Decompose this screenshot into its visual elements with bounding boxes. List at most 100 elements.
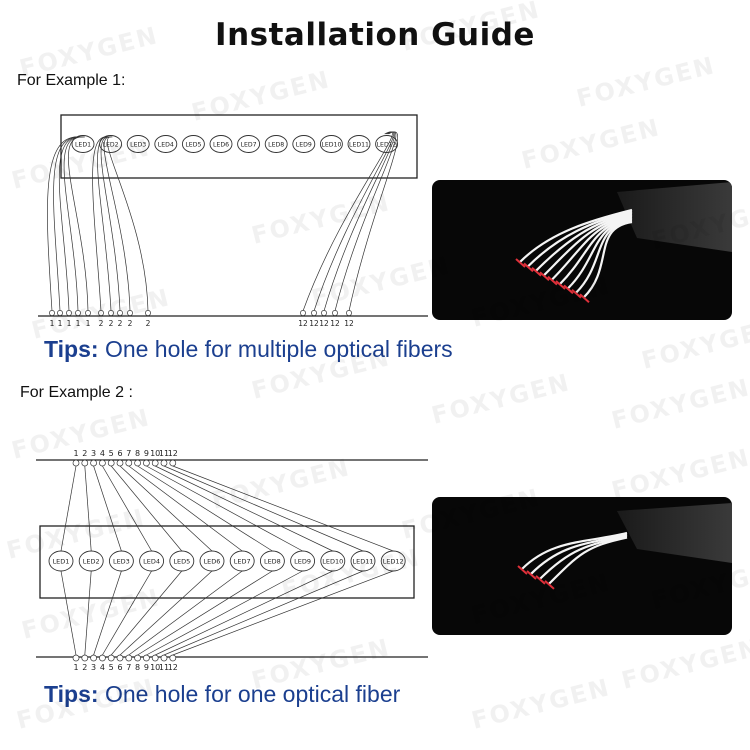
optical-fiber bbox=[84, 465, 92, 552]
optical-fiber bbox=[110, 465, 183, 552]
example-2-label: For Example 2 : bbox=[20, 384, 133, 401]
led-label: LED8 bbox=[268, 141, 284, 148]
optical-fiber bbox=[146, 465, 303, 552]
led-circle bbox=[154, 135, 178, 153]
fiber-bundle-photo-1-drawing bbox=[515, 182, 732, 303]
optical-fiber bbox=[128, 570, 243, 656]
fiber-marker bbox=[571, 289, 582, 299]
bottom-fiber-number: 12 bbox=[168, 663, 178, 672]
optical-fiber bbox=[559, 216, 633, 285]
page-title: Installation Guide bbox=[215, 17, 535, 53]
led-circle bbox=[126, 135, 150, 153]
optical-fiber bbox=[60, 465, 77, 552]
fiber-end bbox=[143, 654, 150, 662]
bottom-fiber-number: 5 bbox=[109, 663, 114, 672]
fiber-end bbox=[81, 654, 89, 662]
tips-separator: : bbox=[90, 681, 99, 707]
led-label: LED3 bbox=[113, 557, 130, 565]
fiber-marker bbox=[526, 570, 537, 580]
bottom-fiber-number: 1 bbox=[73, 663, 78, 672]
optical-fiber bbox=[92, 136, 108, 312]
fiber-end bbox=[72, 654, 80, 662]
led-panel-frame bbox=[39, 525, 415, 599]
fiber-end bbox=[98, 310, 104, 316]
fiber-marker bbox=[544, 580, 555, 590]
fiber-end bbox=[151, 654, 159, 662]
fiber-end bbox=[346, 310, 352, 316]
optical-fiber bbox=[575, 219, 633, 294]
optical-fiber bbox=[103, 136, 131, 312]
optical-fiber bbox=[583, 220, 633, 298]
fiber-end bbox=[117, 310, 123, 316]
fiber-end-label: 12 bbox=[344, 319, 354, 328]
example-1-tips: Tips: One hole for multiple optical fibe… bbox=[44, 336, 453, 363]
led-label: LED7 bbox=[234, 557, 251, 565]
optical-fiber bbox=[163, 570, 364, 656]
optical-fiber bbox=[137, 465, 273, 552]
fiber-end bbox=[107, 654, 115, 662]
optical-fiber bbox=[119, 465, 213, 552]
optical-fiber bbox=[119, 570, 213, 656]
tips-word: Tips bbox=[44, 336, 91, 362]
bottom-fiber-number: 4 bbox=[100, 663, 105, 672]
top-fiber-number: 3 bbox=[91, 449, 96, 458]
fiber-end bbox=[49, 310, 55, 316]
optical-fiber bbox=[548, 536, 628, 585]
optical-fiber bbox=[172, 465, 394, 552]
fiber-end bbox=[85, 310, 91, 316]
optical-fiber bbox=[519, 208, 633, 263]
fiber-end bbox=[107, 459, 115, 467]
top-fiber-number: 8 bbox=[135, 449, 140, 458]
fiber-end bbox=[125, 654, 133, 662]
fiber-end bbox=[66, 310, 72, 316]
led-label: LED6 bbox=[213, 141, 229, 148]
led-circle bbox=[181, 135, 205, 153]
optical-fiber bbox=[146, 570, 303, 656]
optical-fiber bbox=[155, 570, 333, 656]
led-circle bbox=[264, 135, 288, 153]
led-label: LED7 bbox=[241, 141, 257, 148]
optical-fiber bbox=[334, 131, 397, 312]
fiber-marker bbox=[563, 284, 574, 295]
fiber-marker bbox=[539, 271, 550, 281]
optical-fiber bbox=[102, 465, 152, 552]
fiber-end bbox=[90, 459, 97, 467]
top-fiber-number: 12 bbox=[168, 449, 178, 458]
bottom-fiber-number: 6 bbox=[117, 663, 122, 672]
optical-fiber bbox=[93, 570, 122, 656]
fiber-end bbox=[99, 459, 106, 467]
bottom-fiber-number: 8 bbox=[135, 663, 140, 672]
top-fiber-number: 6 bbox=[117, 449, 122, 458]
led-label: LED9 bbox=[296, 141, 312, 148]
led-label: LED11 bbox=[349, 141, 369, 148]
bottom-fiber-number: 10 bbox=[150, 663, 160, 672]
optical-fiber bbox=[535, 211, 633, 272]
optical-fiber bbox=[567, 217, 633, 290]
led-circle bbox=[292, 135, 316, 153]
fiber-end bbox=[169, 654, 177, 662]
led-label: LED2 bbox=[103, 141, 119, 148]
led-label: LED2 bbox=[83, 557, 100, 565]
optical-fiber bbox=[68, 136, 89, 312]
fiber-end-label: 12 bbox=[330, 319, 340, 328]
optical-fiber bbox=[63, 136, 84, 312]
led-label: LED1 bbox=[75, 141, 91, 148]
led-label: LED1 bbox=[53, 557, 70, 565]
fiber-end bbox=[321, 310, 327, 316]
led-label: LED5 bbox=[173, 557, 190, 565]
led-label: LED9 bbox=[294, 557, 311, 565]
fiber-end-label: 2 bbox=[146, 319, 151, 328]
fiber-end-label: 2 bbox=[109, 319, 114, 328]
optical-fiber bbox=[93, 465, 122, 552]
fiber-marker bbox=[523, 262, 534, 273]
bottom-fiber-number: 9 bbox=[144, 663, 149, 672]
example-1-label: For Example 1: bbox=[17, 72, 126, 89]
fiber-end bbox=[145, 310, 151, 316]
fiber-end-label: 1 bbox=[67, 319, 72, 328]
fiber-end-label: 1 bbox=[86, 319, 91, 328]
optical-fiber bbox=[521, 531, 628, 570]
optical-fiber bbox=[543, 213, 633, 276]
optical-fiber bbox=[47, 136, 81, 312]
fiber-end bbox=[134, 654, 141, 662]
fiber-end-label: 2 bbox=[128, 319, 133, 328]
